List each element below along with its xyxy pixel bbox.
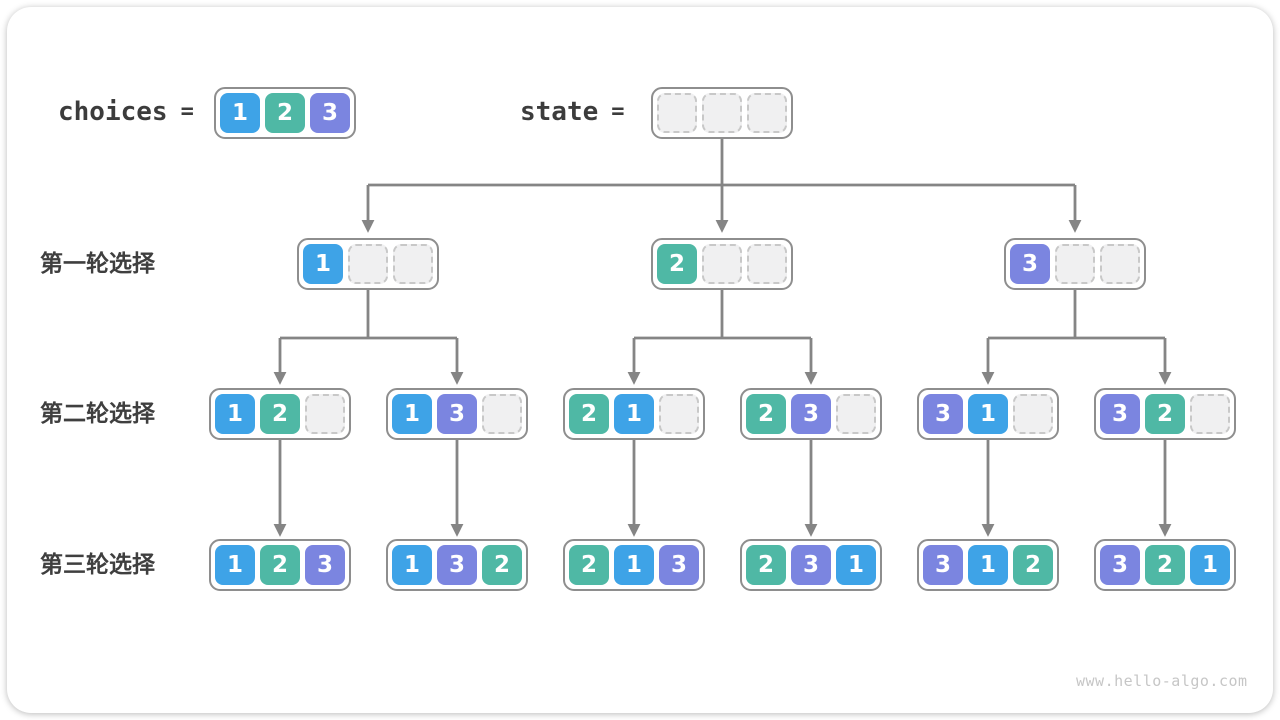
value-cell-2: 2	[260, 394, 300, 434]
choices-label-group: choices =	[58, 98, 194, 126]
empty-cell	[482, 394, 522, 434]
value-cell-2: 2	[265, 93, 305, 133]
value-cell-2: 2	[569, 394, 609, 434]
round-2-label: 第二轮选择	[40, 400, 155, 426]
value-cell-1: 1	[968, 545, 1008, 585]
empty-cell	[393, 244, 433, 284]
empty-cell	[1100, 244, 1140, 284]
empty-cell	[836, 394, 876, 434]
value-cell-1: 1	[392, 545, 432, 585]
choices-equals-sign: =	[180, 99, 194, 124]
empty-cell	[657, 93, 697, 133]
watermark: www.hello-algo.com	[1076, 672, 1248, 690]
value-cell-1: 1	[215, 545, 255, 585]
round-3-label: 第三轮选择	[40, 551, 155, 577]
empty-cell	[1013, 394, 1053, 434]
value-cell-1: 1	[614, 394, 654, 434]
value-cell-3: 3	[310, 93, 350, 133]
value-cell-1: 1	[1190, 545, 1230, 585]
value-cell-3: 3	[659, 545, 699, 585]
state-equals-sign: =	[611, 99, 625, 124]
value-cell-3: 3	[923, 394, 963, 434]
state-label: state	[520, 97, 599, 127]
value-cell-2: 2	[569, 545, 609, 585]
value-cell-3: 3	[791, 394, 831, 434]
value-cell-2: 2	[482, 545, 522, 585]
value-cell-1: 1	[392, 394, 432, 434]
value-cell-3: 3	[791, 545, 831, 585]
value-cell-2: 2	[746, 394, 786, 434]
value-cell-2: 2	[746, 545, 786, 585]
empty-cell	[702, 93, 742, 133]
value-cell-3: 3	[923, 545, 963, 585]
value-cell-1: 1	[614, 545, 654, 585]
value-cell-2: 2	[1013, 545, 1053, 585]
value-cell-1: 1	[968, 394, 1008, 434]
empty-cell	[1190, 394, 1230, 434]
value-cell-3: 3	[437, 394, 477, 434]
value-cell-3: 3	[1100, 394, 1140, 434]
value-cell-2: 2	[260, 545, 300, 585]
empty-cell	[348, 244, 388, 284]
value-cell-1: 1	[220, 93, 260, 133]
value-cell-1: 1	[836, 545, 876, 585]
value-cell-1: 1	[303, 244, 343, 284]
array-box-r1-2: 2	[651, 238, 793, 290]
empty-cell	[1055, 244, 1095, 284]
empty-cell	[702, 244, 742, 284]
empty-cell	[747, 93, 787, 133]
choices-label: choices	[58, 97, 168, 127]
state-label-group: state =	[520, 98, 625, 126]
value-cell-3: 3	[437, 545, 477, 585]
empty-cell	[747, 244, 787, 284]
value-cell-3: 3	[305, 545, 345, 585]
array-box-r1-1: 1	[297, 238, 439, 290]
empty-cell	[305, 394, 345, 434]
empty-cell	[659, 394, 699, 434]
value-cell-2: 2	[1145, 545, 1185, 585]
round-1-label: 第一轮选择	[40, 250, 155, 276]
array-box-r1-3: 3	[1004, 238, 1146, 290]
value-cell-3: 3	[1010, 244, 1050, 284]
value-cell-2: 2	[1145, 394, 1185, 434]
array-box-state	[651, 87, 793, 139]
value-cell-3: 3	[1100, 545, 1140, 585]
value-cell-2: 2	[657, 244, 697, 284]
value-cell-1: 1	[215, 394, 255, 434]
